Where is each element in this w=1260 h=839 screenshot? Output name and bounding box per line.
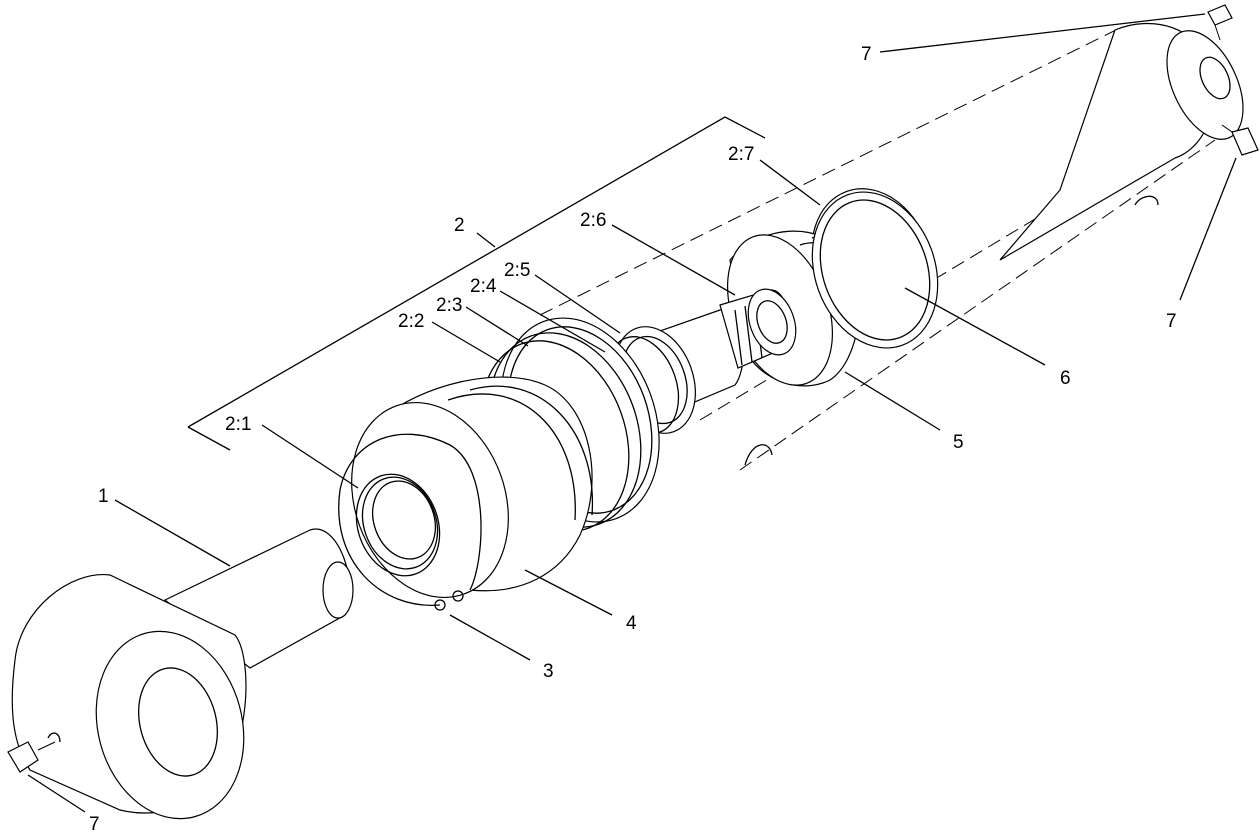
part-2-1-wiper bbox=[355, 473, 441, 577]
callout-6: 6 bbox=[1060, 368, 1071, 389]
callout-labels: 1 2 2:1 2:2 2:3 2:4 2:5 2:6 2:7 3 4 5 6 … bbox=[89, 44, 1177, 835]
callout-7-bottom: 7 bbox=[89, 814, 100, 835]
grease-fitting-top bbox=[1207, 4, 1233, 41]
callout-2-2: 2:2 bbox=[398, 311, 424, 332]
callout-2-7: 2:7 bbox=[728, 144, 754, 165]
callout-2-6: 2:6 bbox=[580, 210, 606, 231]
part-3-retaining-ring bbox=[338, 433, 482, 611]
callout-2-5: 2:5 bbox=[504, 260, 530, 281]
barrel-tube bbox=[744, 22, 1244, 466]
part-2-7-ring bbox=[811, 191, 939, 349]
callout-2-1: 2:1 bbox=[225, 414, 251, 435]
callout-2-3: 2:3 bbox=[436, 295, 462, 316]
part-2-6-oring bbox=[747, 288, 797, 356]
callout-7-top: 7 bbox=[861, 44, 872, 65]
part-4-gland bbox=[351, 376, 594, 599]
callout-2: 2 bbox=[454, 215, 465, 236]
callout-4: 4 bbox=[626, 613, 637, 634]
grease-fitting-right bbox=[1221, 124, 1259, 156]
grease-fitting-bottom bbox=[7, 741, 56, 773]
callout-7-right: 7 bbox=[1166, 311, 1177, 332]
callout-2-4: 2:4 bbox=[470, 276, 497, 297]
callout-1: 1 bbox=[98, 486, 109, 507]
part-1-rod-end bbox=[11, 528, 354, 820]
callout-3: 3 bbox=[543, 661, 554, 682]
leader-lines bbox=[27, 13, 1237, 813]
callout-5: 5 bbox=[953, 432, 964, 453]
